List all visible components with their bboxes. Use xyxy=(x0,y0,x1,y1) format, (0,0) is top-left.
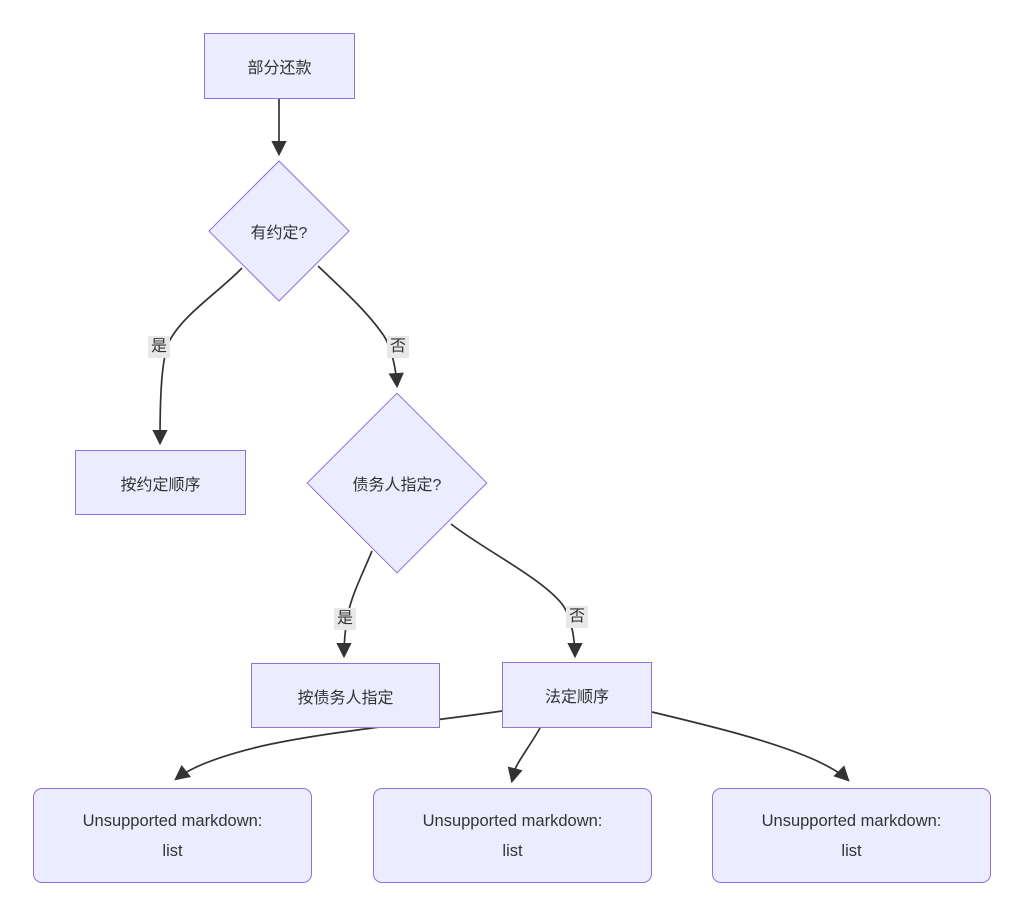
edge-legal-to-list2 xyxy=(507,727,541,784)
node-list-1-line2: list xyxy=(162,841,183,860)
node-debtor-designated: 按债务人指定 xyxy=(251,663,440,728)
node-list-1-line1: Unsupported markdown: xyxy=(82,811,263,830)
edge-label-yes-2: 是 xyxy=(333,608,357,630)
edge-label-no-2: 否 xyxy=(565,606,589,628)
node-list-3-line2: list xyxy=(841,841,862,860)
edge-decision1-no xyxy=(317,265,404,389)
node-agreed-order: 按约定顺序 xyxy=(75,450,246,515)
edge-decision1-yes xyxy=(152,267,243,446)
node-list-2-line1: Unsupported markdown: xyxy=(422,811,603,830)
edge-decision2-yes xyxy=(336,550,373,659)
node-list-1: Unsupported markdown: list xyxy=(33,788,312,883)
edge-decision2-no xyxy=(450,523,583,659)
edge-legal-to-list3 xyxy=(651,711,850,782)
node-legal-order: 法定顺序 xyxy=(502,662,652,728)
node-list-3: Unsupported markdown: list xyxy=(712,788,991,883)
node-list-3-line1: Unsupported markdown: xyxy=(761,811,942,830)
edge-label-no-1: 否 xyxy=(386,336,410,358)
node-list-2-line2: list xyxy=(502,841,523,860)
node-partial-repayment: 部分还款 xyxy=(204,33,355,99)
edge-label-yes-1: 是 xyxy=(147,336,171,358)
decision-has-agreement-label: 有约定? xyxy=(250,225,308,242)
node-list-2: Unsupported markdown: list xyxy=(373,788,652,883)
decision-debtor-designates-label: 债务人指定? xyxy=(352,477,442,494)
